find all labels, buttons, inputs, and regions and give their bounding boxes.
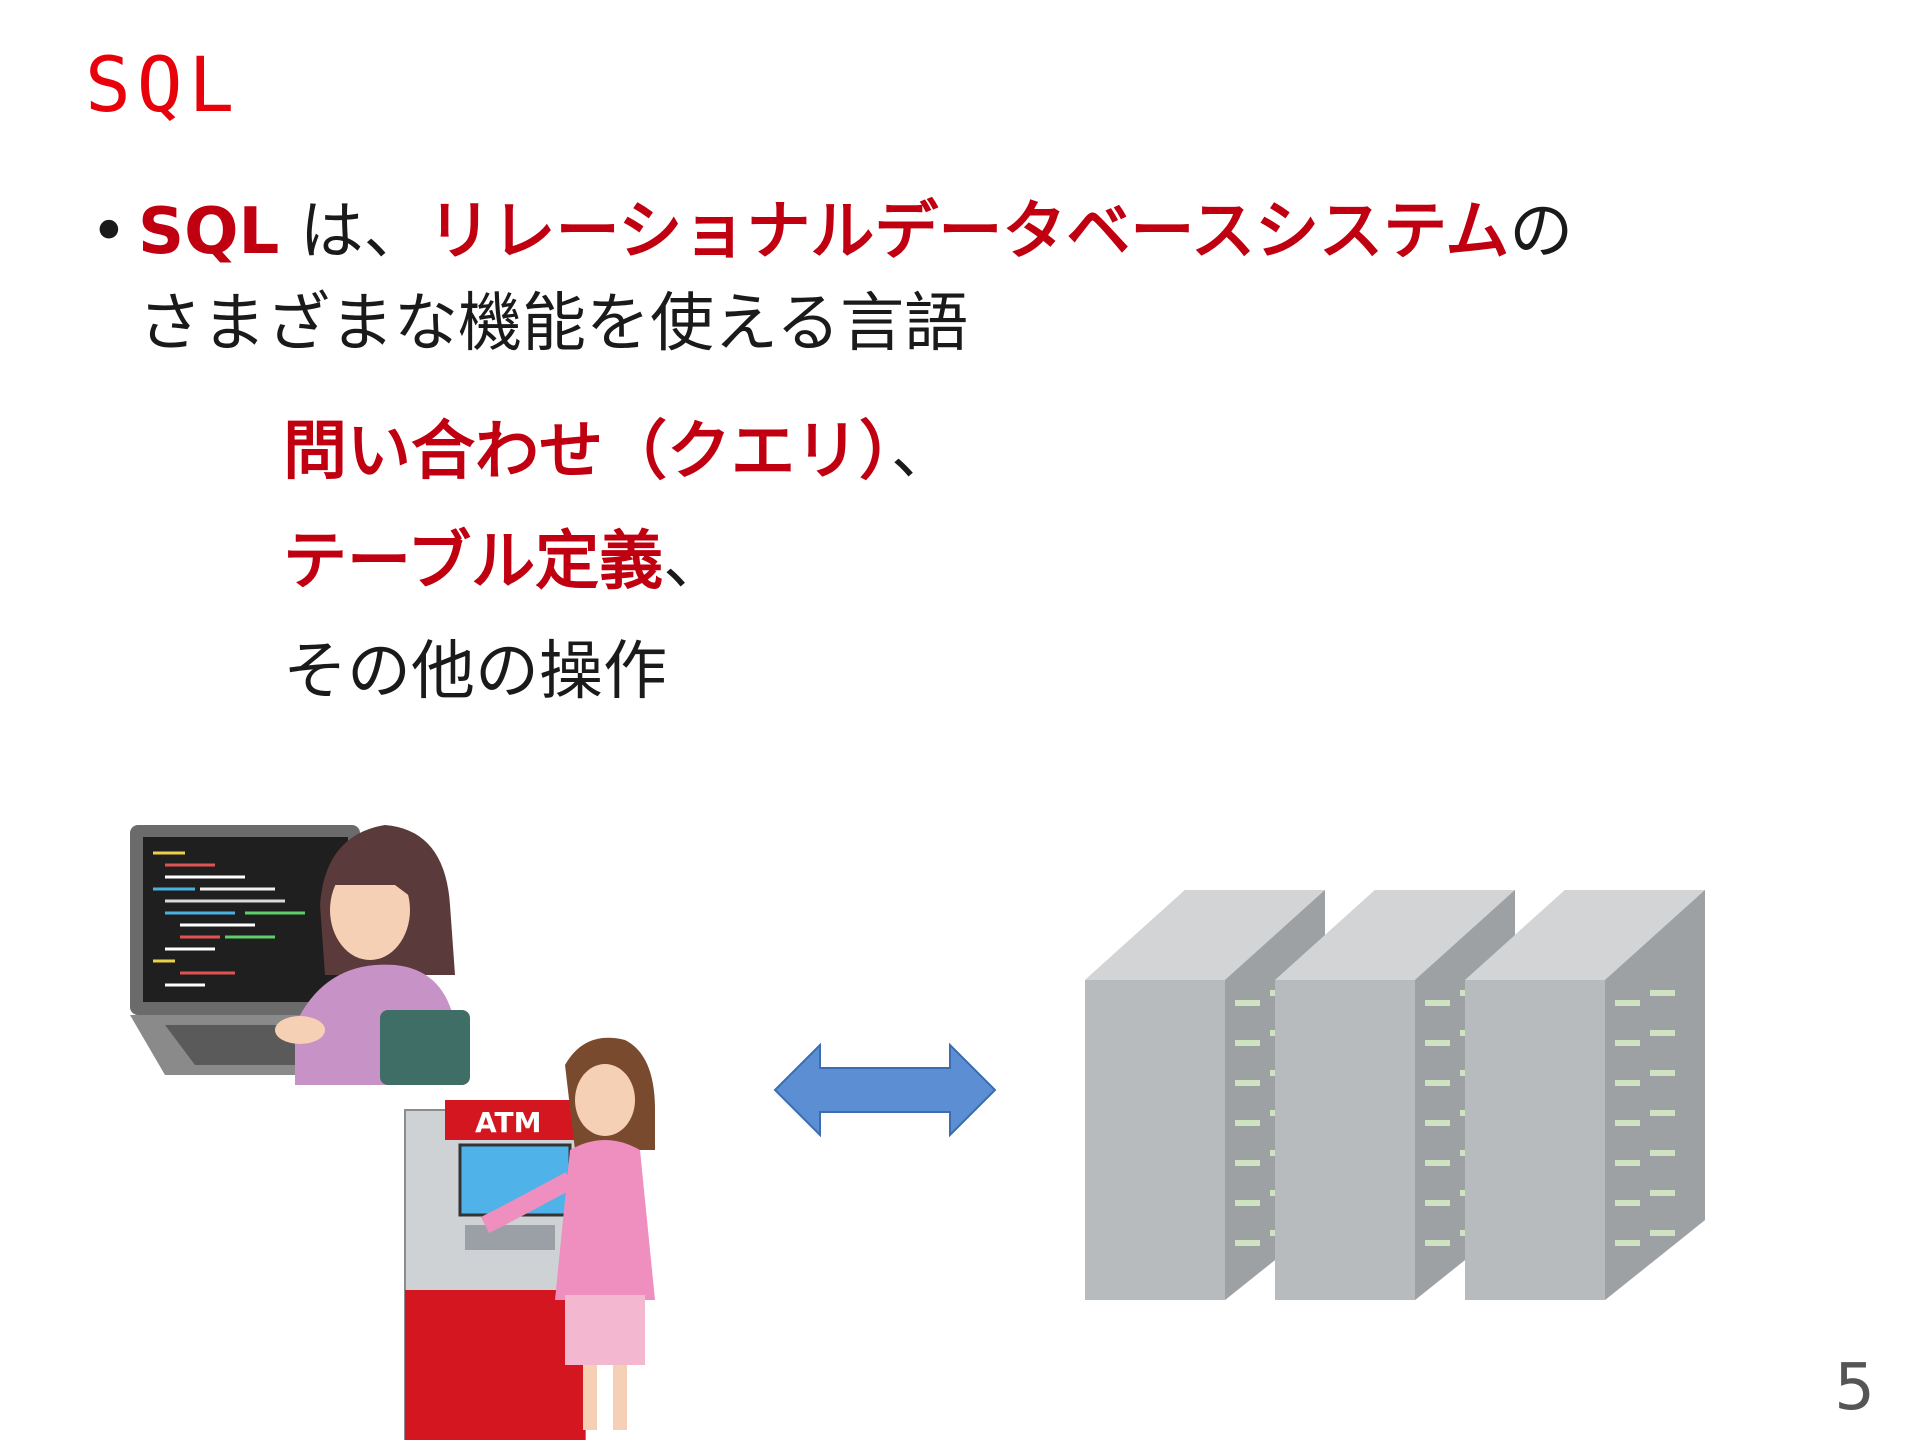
sub-item-table-emphasis: テーブル定義 <box>283 525 664 599</box>
rdbms-term: リレーショナルデータベースシステム <box>427 195 1510 269</box>
server-rack-icon-3 <box>1465 890 1705 1300</box>
slide-title: SQL <box>85 40 241 129</box>
sub-item-table-suffix: 、 <box>663 525 728 599</box>
bullet-line-1: SQL は、リレーショナルデータベースシステムの <box>138 186 1573 278</box>
atm-label: ATM <box>475 1106 541 1139</box>
particle-ha: は、 <box>279 195 428 269</box>
page-number: 5 <box>1834 1351 1875 1425</box>
database-servers-illustration <box>1085 890 1705 1300</box>
particle-no: の <box>1509 195 1574 269</box>
bullet-line-2: さまざまな機能を使える言語 <box>138 287 969 361</box>
atm-user-person-icon <box>480 1037 655 1430</box>
atm-icon: ATM <box>404 1100 590 1440</box>
atm-user-illustration: ATM <box>404 1037 655 1440</box>
bullet-marker: • <box>90 195 128 269</box>
sub-item-query-emphasis: 問い合わせ（クエリ） <box>283 415 891 489</box>
sub-item-query-suffix: 、 <box>891 415 955 489</box>
sub-item-other: その他の操作 <box>283 626 667 718</box>
programmer-laptop-illustration <box>130 825 470 1085</box>
sql-keyword: SQL <box>138 195 280 269</box>
sub-item-query: 問い合わせ（クエリ）、 <box>283 406 955 498</box>
sub-item-other-text: その他の操作 <box>283 635 667 709</box>
programmer-person-icon <box>275 825 470 1085</box>
sub-item-table-definition: テーブル定義、 <box>283 516 727 608</box>
double-arrow-icon <box>773 1042 997 1138</box>
